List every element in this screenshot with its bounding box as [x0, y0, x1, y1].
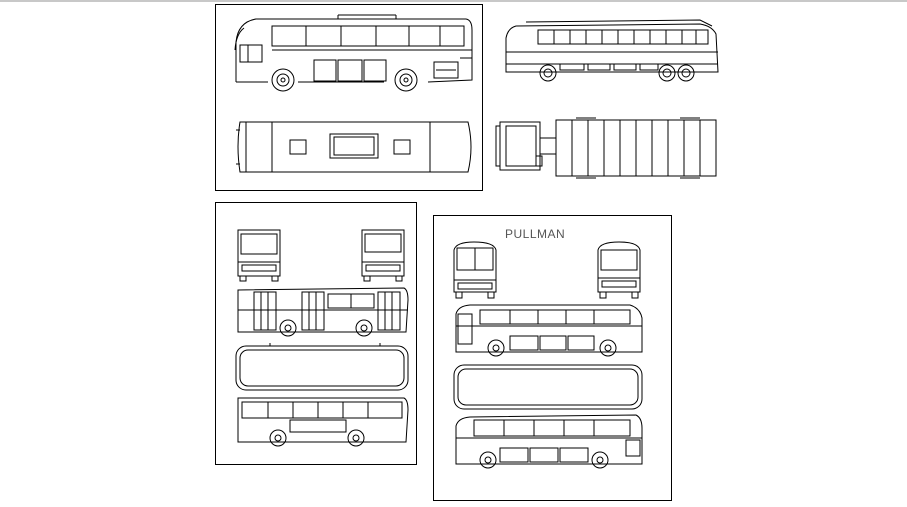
pullman-front-view: [453, 241, 497, 299]
city-bus-side-view-2: [237, 397, 409, 447]
pullman-rear-view: [597, 241, 641, 299]
coach-2-side-view: [505, 19, 719, 82]
city-bus-side-view-1: [237, 287, 409, 337]
pullman-side-view-2: [455, 414, 643, 469]
pullman-caption: PULLMAN: [505, 227, 566, 241]
pullman-side-view-1: [455, 304, 643, 357]
city-bus-rear-view: [361, 229, 405, 282]
city-bus-front-view: [237, 229, 281, 282]
frame-coach-1: [215, 4, 483, 191]
coach-1-top-view: [236, 121, 472, 173]
frame-pullman: [433, 215, 672, 501]
coach-2-top-view: [495, 117, 717, 179]
pullman-top-view: [453, 364, 643, 410]
top-border: [0, 0, 907, 2]
frame-city-bus: [215, 202, 417, 465]
coach-1-side-view: [234, 14, 473, 92]
city-bus-top-view: [235, 343, 409, 391]
